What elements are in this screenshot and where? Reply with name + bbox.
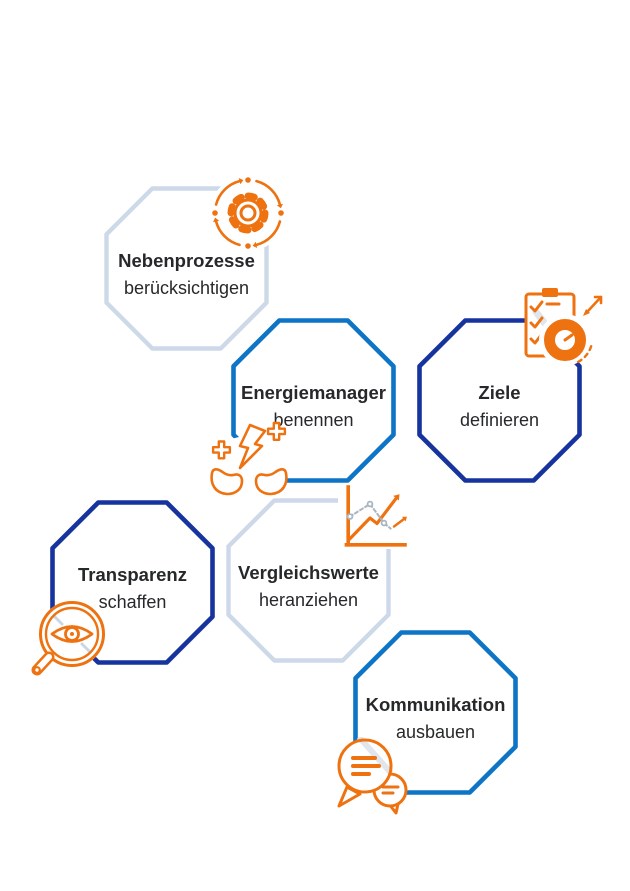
octagon-shape bbox=[353, 630, 518, 795]
lightning-bolt bbox=[238, 423, 267, 470]
step-label: Ziele definieren bbox=[417, 378, 582, 434]
big-bubble bbox=[337, 738, 393, 794]
step-subtitle: heranziehen bbox=[258, 590, 359, 610]
hand-right bbox=[254, 468, 288, 496]
step-title: Vergleichswerte bbox=[238, 562, 379, 583]
step-label: Vergleichswerte heranziehen bbox=[226, 558, 391, 614]
line-chart-icon bbox=[338, 483, 414, 549]
hands-energy-icon bbox=[209, 421, 289, 500]
magnifier-eye-icon bbox=[31, 601, 105, 676]
step-label: Kommunikation ausbauen bbox=[353, 690, 518, 746]
step-title: Energiemanager bbox=[241, 382, 386, 403]
step-label: Transparenz schaffen bbox=[50, 560, 215, 616]
clipboard-target-icon bbox=[524, 288, 603, 366]
plus-right bbox=[266, 421, 287, 441]
step-subtitle: definieren bbox=[459, 410, 540, 430]
hand-left bbox=[210, 468, 244, 496]
step-subtitle: berücksichtigen bbox=[123, 278, 250, 298]
step-subtitle: ausbauen bbox=[395, 722, 476, 742]
step-title: Nebenprozesse bbox=[118, 250, 255, 271]
step-title: Transparenz bbox=[78, 564, 187, 585]
step-kommunikation: Kommunikation ausbauen bbox=[353, 630, 518, 795]
step-subtitle: schaffen bbox=[98, 592, 167, 612]
step-label: Energiemanager benennen bbox=[231, 378, 396, 434]
octagon-outline bbox=[353, 630, 518, 795]
plus-left bbox=[211, 440, 232, 460]
step-label: Nebenprozesse berücksichtigen bbox=[104, 246, 269, 302]
gear-cycle-icon bbox=[210, 175, 286, 251]
speech-bubbles-icon bbox=[337, 737, 408, 815]
step-title: Kommunikation bbox=[365, 694, 506, 715]
step-subtitle: benennen bbox=[273, 410, 354, 430]
step-title: Ziele bbox=[478, 382, 521, 403]
